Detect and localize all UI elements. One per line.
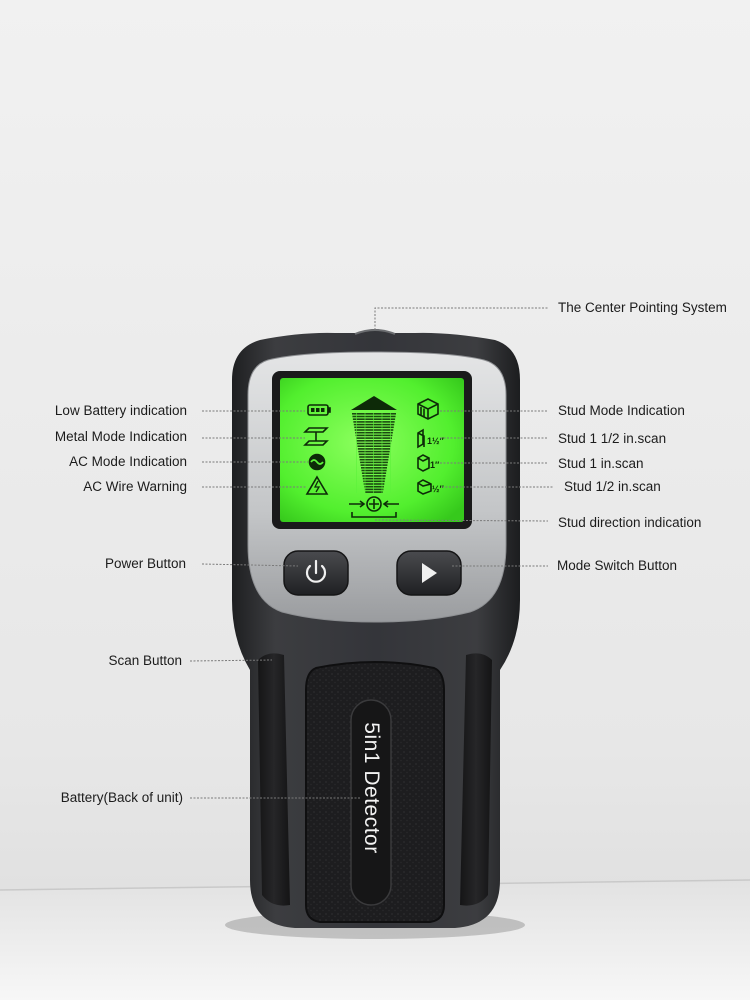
bar-graph-divider [364, 413, 366, 493]
bar-graph-divider [390, 413, 391, 493]
label-stud-0-5: Stud 1/2 in.scan [564, 479, 661, 494]
lcd-icons [303, 398, 439, 518]
label-center-pointing: The Center Pointing System [558, 300, 727, 315]
label-low-battery: Low Battery indication [54, 403, 187, 418]
stud-1-5-mark: 1½″ [427, 436, 445, 446]
signal-bar-graph [351, 396, 397, 493]
ac-wave-icon [308, 453, 326, 471]
ac-warning-icon [305, 475, 329, 495]
power-icon [305, 559, 327, 583]
stud-icon [417, 398, 439, 420]
stud-1-icon [417, 454, 430, 472]
stud-1-mark: 1″ [430, 460, 440, 470]
battery-icon [307, 404, 331, 416]
i-beam-icon [303, 427, 329, 446]
ledge [0, 880, 750, 1000]
stud-1-5-icon [417, 428, 425, 449]
left-side-grip [258, 653, 290, 906]
play-icon [422, 563, 437, 583]
brand-text: 5in1 Detector [360, 722, 383, 854]
label-stud-1: Stud 1 in.scan [558, 456, 644, 471]
label-stud-mode: Stud Mode Indication [558, 403, 685, 418]
bar-graph-divider [373, 413, 374, 493]
label-mode-switch: Mode Switch Button [557, 558, 678, 573]
label-metal-mode: Metal Mode Indication [54, 429, 187, 444]
label-ac-mode: AC Mode Indication [69, 454, 187, 469]
power-button[interactable] [283, 550, 349, 596]
label-ac-wire: AC Wire Warning [83, 479, 187, 494]
brand-pill [350, 699, 392, 906]
bar-graph-divider [381, 413, 383, 493]
label-battery: Battery(Back of unit) [60, 790, 183, 805]
label-scan-button: Scan Button [108, 653, 182, 668]
callout-lines [189, 307, 553, 799]
bar-graph-divider [356, 413, 357, 493]
line-center-pointing [374, 307, 548, 330]
line-stud-direction [374, 519, 549, 522]
label-stud-direction: Stud direction indication [558, 515, 702, 530]
bar-graph-arrow [351, 396, 397, 410]
stud-0-5-mark: ½″ [432, 484, 445, 494]
label-stud-1-5: Stud 1 1/2 in.scan [558, 431, 667, 446]
mode-switch-button[interactable] [396, 550, 462, 596]
line-scan-button [189, 659, 273, 662]
label-power-button: Power Button [104, 556, 186, 571]
stud-0-5-icon [417, 479, 432, 495]
crosshair-icon [349, 496, 399, 518]
right-side-grip [460, 653, 492, 906]
